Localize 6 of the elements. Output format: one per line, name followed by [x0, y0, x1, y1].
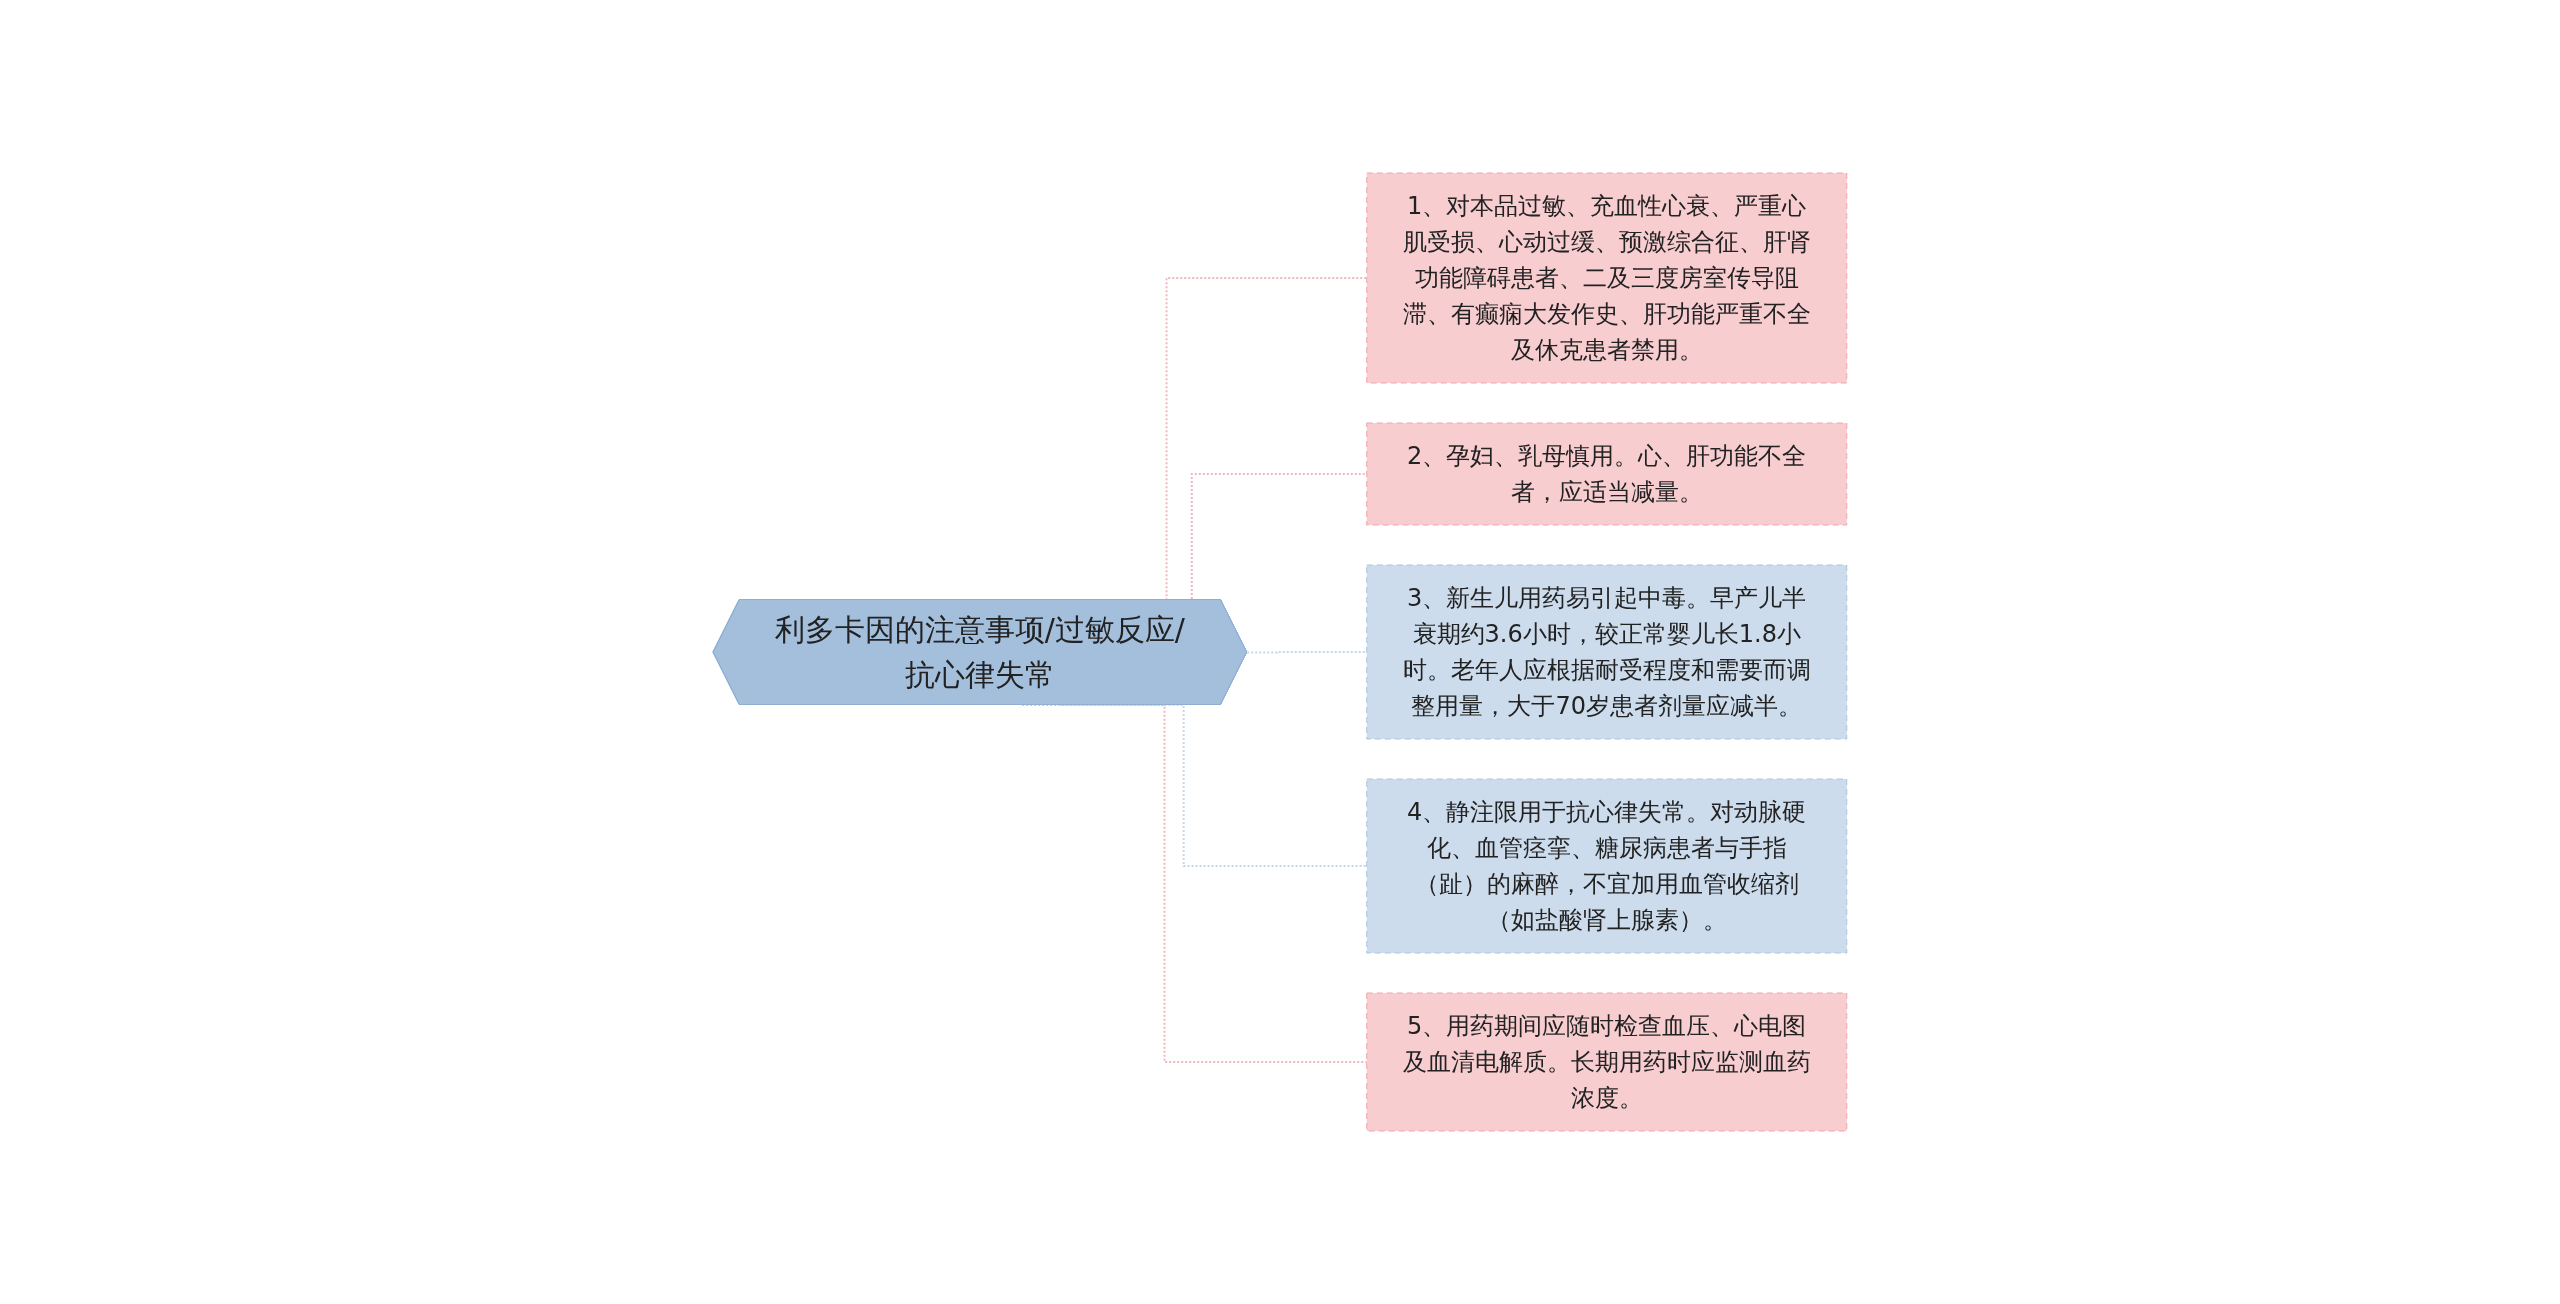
- node-box: 3、新生儿用药易引起中毒。早产儿半衰期约3.6小时，较正常婴儿长1.8小时。老年人应根据耐受程度和需要而调整用量，大于70岁患者剂量应减半。: [1366, 564, 1848, 740]
- connector: [1246, 651, 1368, 654]
- node-box: 4、静注限用于抗心律失常。对动脉硬化、血管痉挛、糖尿病患者与手指（趾）的麻醉，不宜加用血管收缩剂（如盐酸肾上腺素）。: [1366, 778, 1848, 954]
- node-box: 1、对本品过敏、充血性心衰、严重心肌受损、心动过缓、预激综合征、肝肾功能障碍患者、二及三度房室传导阻滞、有癫痫大发作史、肝功能严重不全及休克患者禁用。: [1366, 172, 1848, 384]
- node-box: 2、孕妇、乳母慎用。心、肝功能不全者，应适当减量。: [1366, 422, 1848, 526]
- node-box: 5、用药期间应随时检查血压、心电图及血清电解质。长期用药时应监测血药浓度。: [1366, 992, 1848, 1132]
